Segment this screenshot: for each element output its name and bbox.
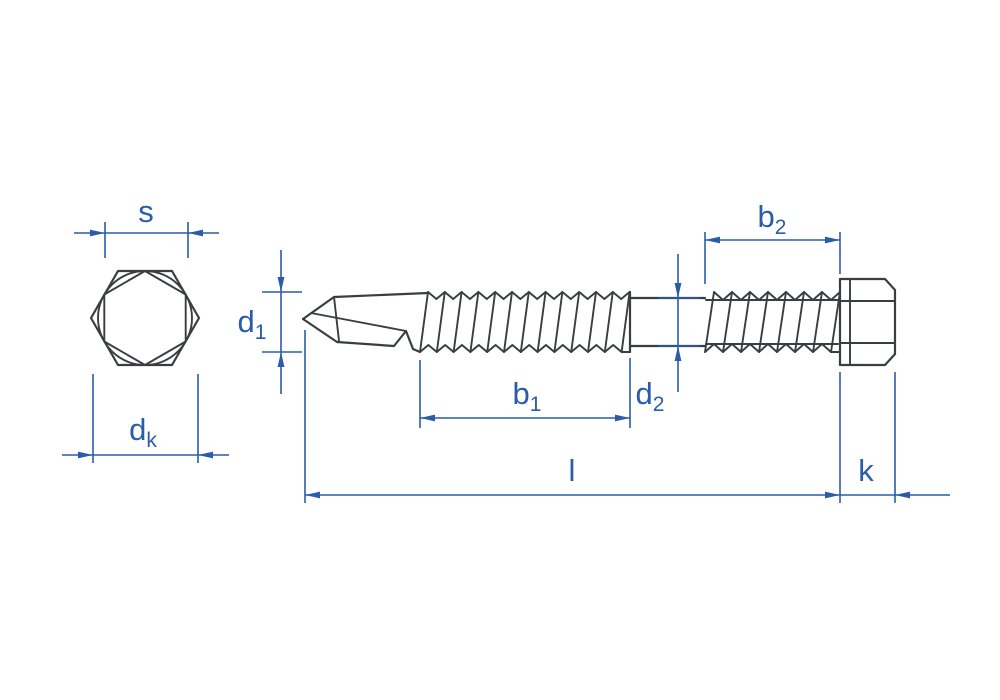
thread-crest-bottom xyxy=(419,344,623,353)
thread-flank-line xyxy=(722,291,733,353)
thread-flank-line xyxy=(519,291,530,353)
thread-flank-line xyxy=(830,291,841,353)
thread-section-2 xyxy=(704,291,841,353)
thread-flank-line xyxy=(758,291,769,353)
thread-flank-line xyxy=(435,291,446,353)
thread-flank-line xyxy=(452,291,463,353)
thread-flank-line xyxy=(536,291,547,353)
drill-flute-line xyxy=(310,312,407,332)
dim-label-b2: b2 xyxy=(758,199,787,239)
side-view xyxy=(301,277,897,367)
dim-l: l xyxy=(304,330,841,503)
thread-flank-line xyxy=(620,291,631,353)
thread-crest-top xyxy=(427,291,631,300)
head-outline xyxy=(838,277,897,367)
thread-flank-line xyxy=(812,291,823,353)
dim-label-d2: d2 xyxy=(636,376,665,416)
thread-section-1 xyxy=(419,291,631,353)
dim-k: k xyxy=(840,372,950,503)
drill-point xyxy=(301,291,430,354)
thread-flank-line xyxy=(603,291,614,353)
thread-flank-line xyxy=(503,291,513,353)
dim-d1: d1 xyxy=(238,250,302,394)
dim-b1: b1 xyxy=(419,358,631,428)
thread-flank-line xyxy=(740,291,751,353)
thread-flank-line xyxy=(570,291,581,353)
dim-label-l: l xyxy=(569,453,576,488)
drill-point-bottom-edge xyxy=(301,317,422,354)
thread-flank-line xyxy=(469,291,480,353)
head-chamfer-circle xyxy=(97,270,193,366)
hex-head-outer-outline xyxy=(89,269,201,367)
hex-head-side xyxy=(838,277,897,367)
dim-label-s: s xyxy=(138,194,154,229)
drill-cone-base-line xyxy=(333,296,340,342)
dim-label-b1: b1 xyxy=(513,376,542,416)
dim-label-k: k xyxy=(858,453,874,488)
thread-flank-line xyxy=(419,291,429,353)
shank xyxy=(628,296,707,348)
dim-b2: b2 xyxy=(704,199,841,284)
dim-dk: dk xyxy=(62,374,229,463)
dim-label-dk: dk xyxy=(129,412,157,452)
front-view xyxy=(89,269,201,367)
dim-d2: d2 xyxy=(636,254,700,416)
thread-flank-line xyxy=(794,291,805,353)
dim-s: s xyxy=(74,194,219,258)
thread-flank-line xyxy=(776,291,787,353)
hex-socket-inner-outline xyxy=(103,270,187,366)
thread-flank-line xyxy=(587,291,597,353)
thread-flank-line xyxy=(486,291,497,353)
dim-label-d1: d1 xyxy=(238,304,267,344)
thread-flank-line xyxy=(704,291,715,353)
thread-flank-line xyxy=(553,291,564,353)
